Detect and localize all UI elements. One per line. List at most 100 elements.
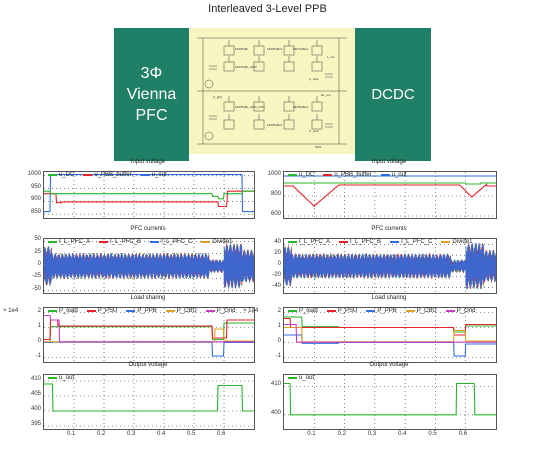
legend-item: u_DC: [299, 172, 314, 178]
legend-item: P_PPB: [377, 308, 396, 314]
y-tick-label: -1: [21, 353, 41, 359]
schematic-label: FET8GBL3: [267, 123, 282, 127]
switch-symbol: [254, 120, 264, 129]
y-tick-label: 950: [21, 184, 41, 190]
schematic-label: FET8GBL: [235, 47, 249, 51]
vienna-label-line-2: Vienna: [127, 84, 177, 105]
schematic-label: FET8GBL3: [267, 47, 282, 51]
y-tick-label: 50: [21, 236, 41, 242]
y-tick-label: 400: [21, 406, 41, 412]
unit-label: × 1e4: [3, 308, 18, 314]
schematic-drawing: FET8GBLFET6GBL_ARMFET8GBL3FET7GBL4FET8GB…: [189, 28, 355, 154]
plot-area[interactable]: [283, 238, 497, 294]
series-line: [284, 335, 496, 356]
switch-symbol: [284, 62, 294, 71]
y-tick-label: 850: [21, 209, 41, 215]
schematic-label: C_grid: [213, 95, 222, 99]
legend-swatch: [381, 174, 390, 176]
y-tick-label: 1: [261, 323, 281, 329]
y-tick-label: 800: [261, 191, 281, 197]
chart-title: Input voltage: [283, 159, 495, 165]
plot-area[interactable]: [283, 374, 497, 430]
series-line: [284, 184, 496, 206]
chart-title: PFC currents: [43, 226, 253, 232]
legend-item: P_CBU: [417, 308, 437, 314]
y-tick-label: 0: [21, 338, 41, 344]
y-tick-label: 0: [261, 338, 281, 344]
x-tick-label: 0.3: [368, 431, 376, 437]
x-tick-label: 0.2: [97, 431, 105, 437]
legend-item: Divide1: [212, 239, 232, 245]
legend-item: I_L_PFC_A: [59, 239, 90, 245]
y-tick-label: 1: [21, 323, 41, 329]
legend-item: Divide1: [452, 239, 472, 245]
schematic-label: FET7GBL4: [293, 47, 308, 51]
series-line: [284, 243, 496, 289]
chart-svg: [284, 308, 496, 362]
switch-symbol: [312, 120, 322, 129]
chart-legend: u_DCu_PBB_bufferu_out: [285, 172, 413, 178]
y-tick-label: 1000: [21, 171, 41, 177]
legend-swatch: [288, 310, 297, 312]
y-tick-label: -40: [261, 283, 281, 289]
y-tick-label: 0: [261, 261, 281, 267]
legend-item: I_L_PFC_B: [350, 239, 381, 245]
legend-swatch: [83, 174, 92, 176]
plot-area[interactable]: [43, 171, 255, 219]
y-tick-label: 410: [261, 381, 281, 387]
y-tick-label: 2: [261, 308, 281, 314]
schematic-area: FET8GBLFET6GBL_ARMFET8GBL3FET7GBL4FET8GB…: [189, 28, 355, 154]
vienna-label-line-3: PFC: [127, 105, 177, 126]
x-tick-label: 0.1: [307, 431, 315, 437]
legend-swatch: [150, 241, 159, 243]
y-tick-label: -20: [261, 272, 281, 278]
x-tick-label: 0.6: [217, 431, 225, 437]
chart-title: PFC currents: [283, 226, 495, 232]
dcdc-block: DCDC: [355, 28, 431, 161]
chart-title: Input voltage: [43, 159, 253, 165]
legend-swatch: [48, 310, 57, 312]
chart-title: Output voltage: [43, 362, 253, 368]
plot-area[interactable]: [43, 307, 255, 363]
y-tick-label: 25: [21, 249, 41, 255]
legend-item: I_L_PFC_C: [401, 239, 432, 245]
chart-legend: P_loadP_PSUP_PPBP_CBUP_Grid: [45, 308, 241, 314]
schematic-wires: [197, 38, 347, 144]
diagram-title: Interleaved 3-Level PPB: [0, 3, 535, 15]
y-tick-label: 395: [21, 421, 41, 427]
plot-area[interactable]: [283, 171, 497, 219]
legend-swatch: [406, 310, 415, 312]
plot-area[interactable]: [283, 307, 497, 363]
plot-area[interactable]: [43, 374, 255, 430]
legend-swatch: [166, 310, 175, 312]
legend-swatch: [99, 241, 108, 243]
legend-item: I_L_PFC_A: [299, 239, 330, 245]
chart-legend: u_out: [45, 375, 80, 381]
y-tick-label: 1000: [261, 171, 281, 177]
legend-swatch: [327, 310, 336, 312]
y-tick-label: 2: [21, 308, 41, 314]
schematic-label: FET6GBL_ARM: [235, 65, 257, 69]
x-tick-label: 0.4: [398, 431, 406, 437]
switch-symbol: [312, 62, 322, 71]
plot-area[interactable]: [43, 238, 255, 294]
legend-swatch: [48, 377, 57, 379]
chart-legend: u_DCu_PBB_bufferu_out: [45, 172, 173, 178]
chart-title: Output voltage: [283, 362, 495, 368]
chart-svg: [44, 308, 254, 362]
legend-item: u_out: [392, 172, 407, 178]
legend-swatch: [288, 377, 297, 379]
chart-legend: u_out: [285, 375, 320, 381]
x-tick-label: 0.6: [459, 431, 467, 437]
chart-legend: I_L_PFC_AI_L_PFC_BI_L_PFC_CDivide1: [45, 239, 238, 245]
series-line: [284, 317, 496, 332]
x-tick-label: 0.5: [428, 431, 436, 437]
unit-label: × 1e4: [243, 308, 258, 314]
x-tick-label: 0.1: [67, 431, 75, 437]
switch-symbol: [284, 120, 294, 129]
legend-swatch: [206, 310, 215, 312]
chart-legend: P_loadP_PSUP_PPBP_CBUP_Grid: [285, 308, 481, 314]
legend-swatch: [366, 310, 375, 312]
legend-item: u_PBB_buffer: [94, 172, 131, 178]
chart-svg: [44, 375, 254, 429]
